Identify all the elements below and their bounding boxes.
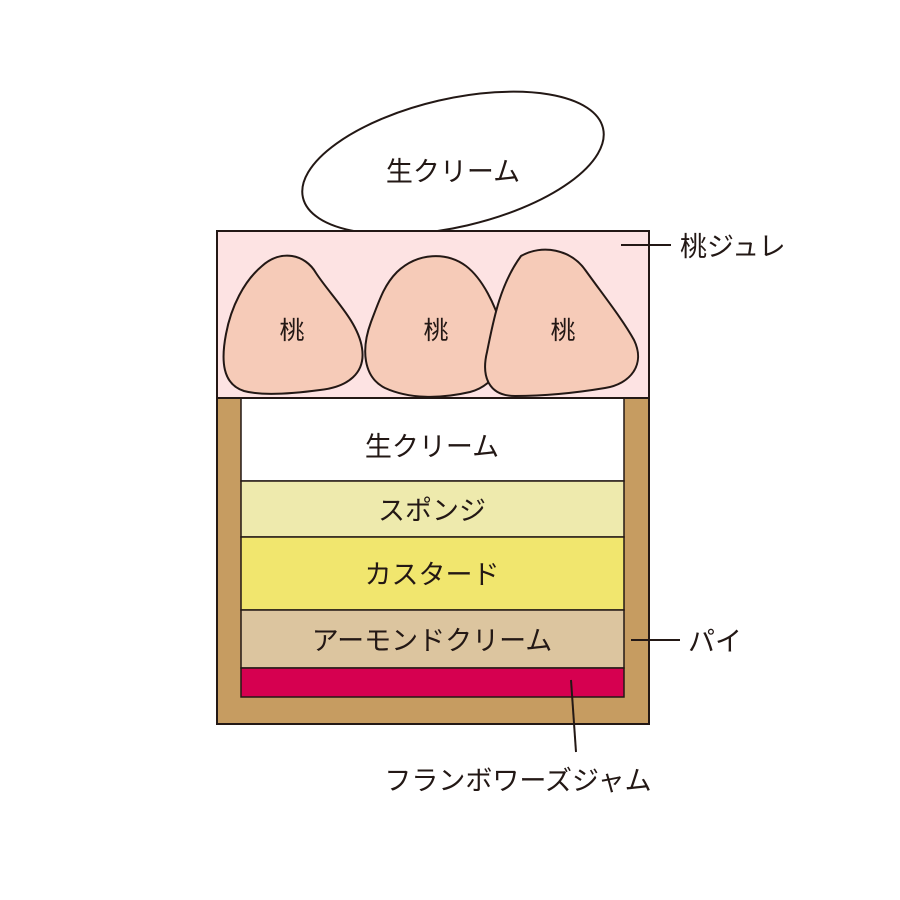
framboise-jam-leader-line <box>570 679 577 753</box>
framboise-jam-layer <box>240 667 625 698</box>
peach-shape-2 <box>364 255 506 398</box>
cream-label: 生クリーム <box>365 432 499 463</box>
top-cream-label: 生クリーム <box>386 157 520 188</box>
sponge-label: スポンジ <box>378 496 486 527</box>
sponge-layer <box>240 480 625 538</box>
peach-shape-1 <box>222 254 364 395</box>
peach-shape-3 <box>484 248 640 398</box>
pie-label: パイ <box>688 627 742 658</box>
peach-label-3: 桃 <box>550 316 575 345</box>
almond-cream-label: アーモンドクリーム <box>312 626 553 657</box>
framboise-jam-label: フランボワーズジャム <box>384 766 651 797</box>
peach-label-1: 桃 <box>279 316 304 345</box>
peach-jelly-label: 桃ジュレ <box>680 232 786 263</box>
peach-label-2: 桃 <box>423 316 448 345</box>
custard-label: カスタード <box>365 560 500 591</box>
top-cream-shape <box>301 90 605 236</box>
